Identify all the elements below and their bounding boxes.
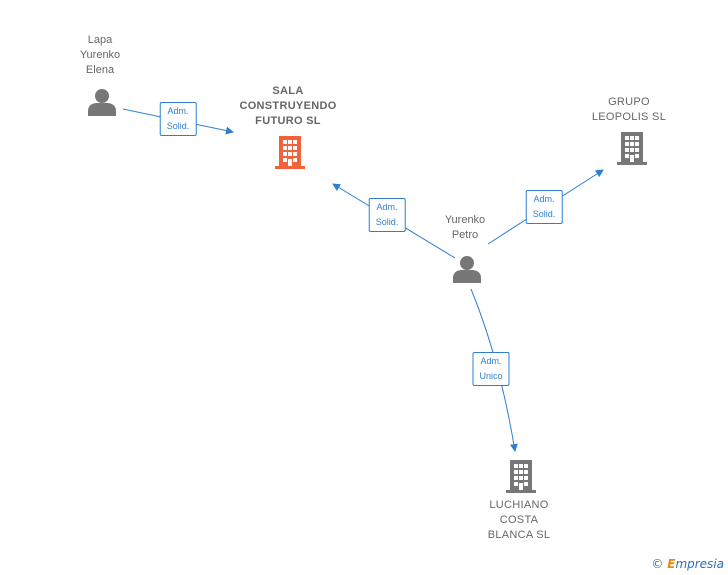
edge-label-line: Adm. (533, 194, 555, 204)
copyright-icon: © (651, 557, 664, 571)
building-icon-grupo (617, 132, 647, 165)
person-icon-petro (453, 256, 481, 283)
node-label-sala[interactable]: SALA CONSTRUYENDO FUTURO SL (239, 84, 336, 129)
edge-label-lapa-sala: Adm. Solid. (159, 102, 197, 136)
node-label-line: BLANCA SL (487, 529, 551, 541)
logo-initial: E (667, 557, 676, 571)
node-label-line: LEOPOLIS SL (591, 111, 667, 123)
node-label-line: CONSTRUYENDO (239, 100, 337, 112)
edge-label-line: Solid. (532, 209, 556, 219)
edge-label-petro-sala: Adm. Solid. (368, 198, 406, 232)
node-label-line: Lapa (87, 34, 113, 46)
empresia-logo: Empresia (667, 557, 724, 571)
edge-label-line: Adm. (376, 202, 398, 212)
node-label-line: GRUPO (608, 96, 650, 108)
node-label-luchiano[interactable]: LUCHIANO COSTA BLANCA SL (488, 498, 551, 543)
node-label-line: Yurenko (444, 214, 486, 226)
logo-text: mpresia (675, 557, 724, 571)
node-label-line: SALA (272, 85, 304, 97)
edge-label-line: Adm. (167, 106, 189, 116)
node-label-line: COSTA (499, 514, 539, 526)
building-icon-sala (275, 136, 305, 169)
node-label-line: Petro (451, 229, 479, 241)
edge-label-line: Unico (479, 371, 503, 381)
edge-label-petro-grupo: Adm. Solid. (525, 190, 563, 224)
empresia-watermark[interactable]: © Empresia (651, 557, 724, 571)
building-icon-luchiano (506, 460, 536, 493)
node-label-petro[interactable]: Yurenko Petro (445, 213, 485, 243)
edge-label-line: Solid. (166, 121, 190, 131)
node-label-line: FUTURO SL (255, 115, 321, 127)
node-label-line: LUCHIANO (489, 499, 549, 511)
edge-label-petro-luchiano: Adm. Unico (472, 352, 510, 386)
node-label-lapa[interactable]: Lapa Yurenko Elena (80, 33, 120, 78)
person-icon-lapa (88, 89, 116, 116)
node-label-grupo[interactable]: GRUPO LEOPOLIS SL (592, 95, 666, 125)
node-label-line: Yurenko (79, 49, 121, 61)
node-label-line: Elena (85, 64, 115, 76)
edge-label-line: Adm. (480, 356, 502, 366)
edge-label-line: Solid. (375, 217, 399, 227)
